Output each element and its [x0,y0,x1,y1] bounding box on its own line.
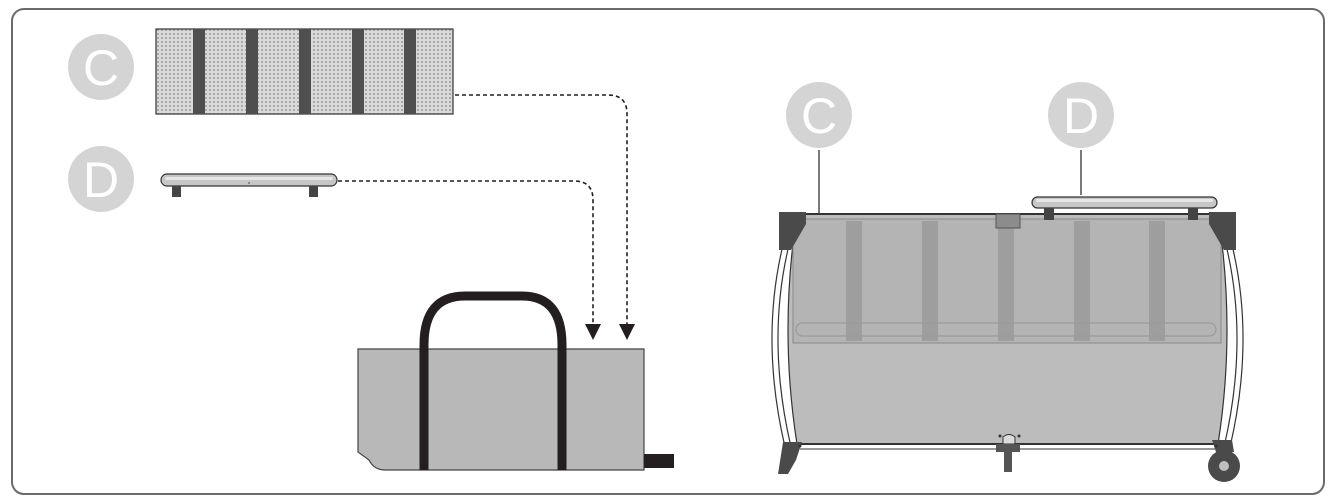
label-d-left: D [68,146,134,212]
arrow-mattress-to-bag [455,94,635,340]
label-c-right-text: C [801,88,837,144]
label-d-right-text: D [1063,88,1099,144]
arrow-bar-to-bag [338,180,601,340]
support-bar-icon [160,173,338,197]
label-c-left-text: C [83,40,119,96]
label-d-left-text: D [83,152,119,208]
label-c-right: C [786,82,852,148]
label-c-left: C [68,34,134,100]
label-d-right: D [1048,82,1114,148]
folded-mattress-icon [155,28,454,115]
travel-cot-icon [771,196,1244,482]
carry-bag-icon [357,291,674,471]
